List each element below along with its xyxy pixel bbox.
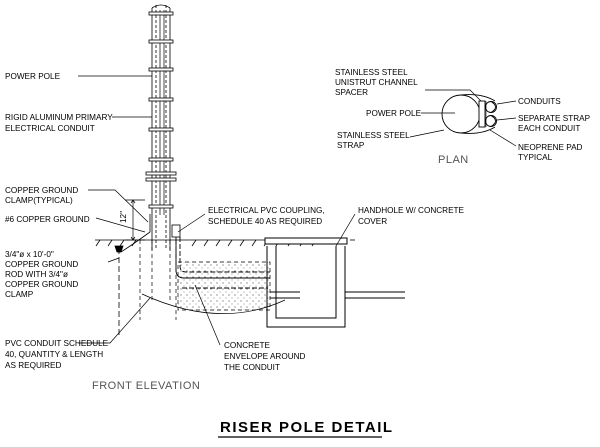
- pole-straps: [145, 11, 177, 209]
- plan-pole-circle: [441, 94, 481, 134]
- plan-label-sep-1: SEPARATE STRAP: [518, 114, 591, 123]
- label-coupling-2: SCHEDULE 40 AS REQUIRED: [208, 217, 322, 226]
- copper-ground-wire: [120, 214, 151, 253]
- plan-label-neo-2: TYPICAL: [518, 153, 553, 162]
- label-rod-1: 3/4"ø x 10'-0": [5, 250, 54, 259]
- label-concrete-2: ENVELOPE AROUND: [224, 352, 306, 361]
- concrete-envelope: [177, 261, 271, 311]
- label-pvc-3: AS REQUIRED: [5, 361, 62, 370]
- dimension-12in: [125, 199, 145, 241]
- front-leaders: [78, 75, 356, 346]
- label-coupling-1: ELECTRICAL PVC COUPLING,: [208, 206, 325, 215]
- view-title-plan: PLAN: [438, 154, 469, 166]
- label-power-pole: POWER POLE: [5, 72, 61, 81]
- buried-pole-section: [139, 240, 177, 320]
- label-pvc-1: PVC CONDUIT SCHEDULE: [5, 339, 109, 348]
- label-rod-4: COPPER GROUND: [5, 280, 78, 289]
- plan-view: [441, 94, 497, 134]
- label-ground-clamp-1: COPPER GROUND: [5, 186, 78, 195]
- view-title-front: FRONT ELEVATION: [92, 380, 200, 392]
- plan-spacer: [478, 100, 486, 128]
- label-concrete-3: THE CONDUIT: [224, 363, 280, 372]
- pvc-coupling: [171, 224, 181, 238]
- label-rigid-2: ELECTRICAL CONDUIT: [5, 124, 95, 133]
- label-handhole-1: HANDHOLE W/ CONCRETE: [358, 206, 465, 215]
- plan-label-strap-1: STAINLESS STEEL: [337, 131, 410, 140]
- plan-label-conduits: CONDUITS: [518, 97, 561, 106]
- label-rod-5: CLAMP: [5, 290, 34, 299]
- drawing-title: RISER POLE DETAIL: [220, 419, 394, 436]
- plan-label-strap-2: STRAP: [337, 141, 365, 150]
- label-rod-3: ROD WITH 3/4"ø: [5, 270, 68, 279]
- label-ground-clamp-2: CLAMP(TYPICAL): [5, 196, 73, 205]
- label-pvc-2: 40, QUANTITY & LENGTH: [5, 350, 103, 359]
- plan-label-sep-2: EACH CONDUIT: [518, 124, 580, 133]
- plan-conduit-bottom: [485, 115, 497, 127]
- handhole: [264, 237, 405, 328]
- label-handhole-2: COVER: [358, 217, 387, 226]
- plan-conduit-top: [485, 101, 497, 113]
- label-copper-ground: #6 COPPER GROUND: [5, 215, 90, 224]
- plan-label-spacer-2: UNISTRUT CHANNEL: [335, 78, 418, 87]
- label-rigid-1: RIGID ALUMINUM PRIMARY: [5, 113, 113, 122]
- ground-rod: [114, 245, 124, 338]
- plan-label-pole: POWER POLE: [366, 109, 422, 118]
- dimension-label: 12": [119, 211, 128, 223]
- label-concrete-1: CONCRETE: [224, 341, 270, 350]
- plan-leaders: [409, 89, 517, 147]
- plan-label-neo-1: NEOPRENE PAD: [518, 143, 583, 152]
- plan-label-spacer-1: STAINLESS STEEL: [335, 68, 408, 77]
- plan-label-spacer-3: SPACER: [335, 88, 368, 97]
- label-rod-2: COPPER GROUND: [5, 260, 78, 269]
